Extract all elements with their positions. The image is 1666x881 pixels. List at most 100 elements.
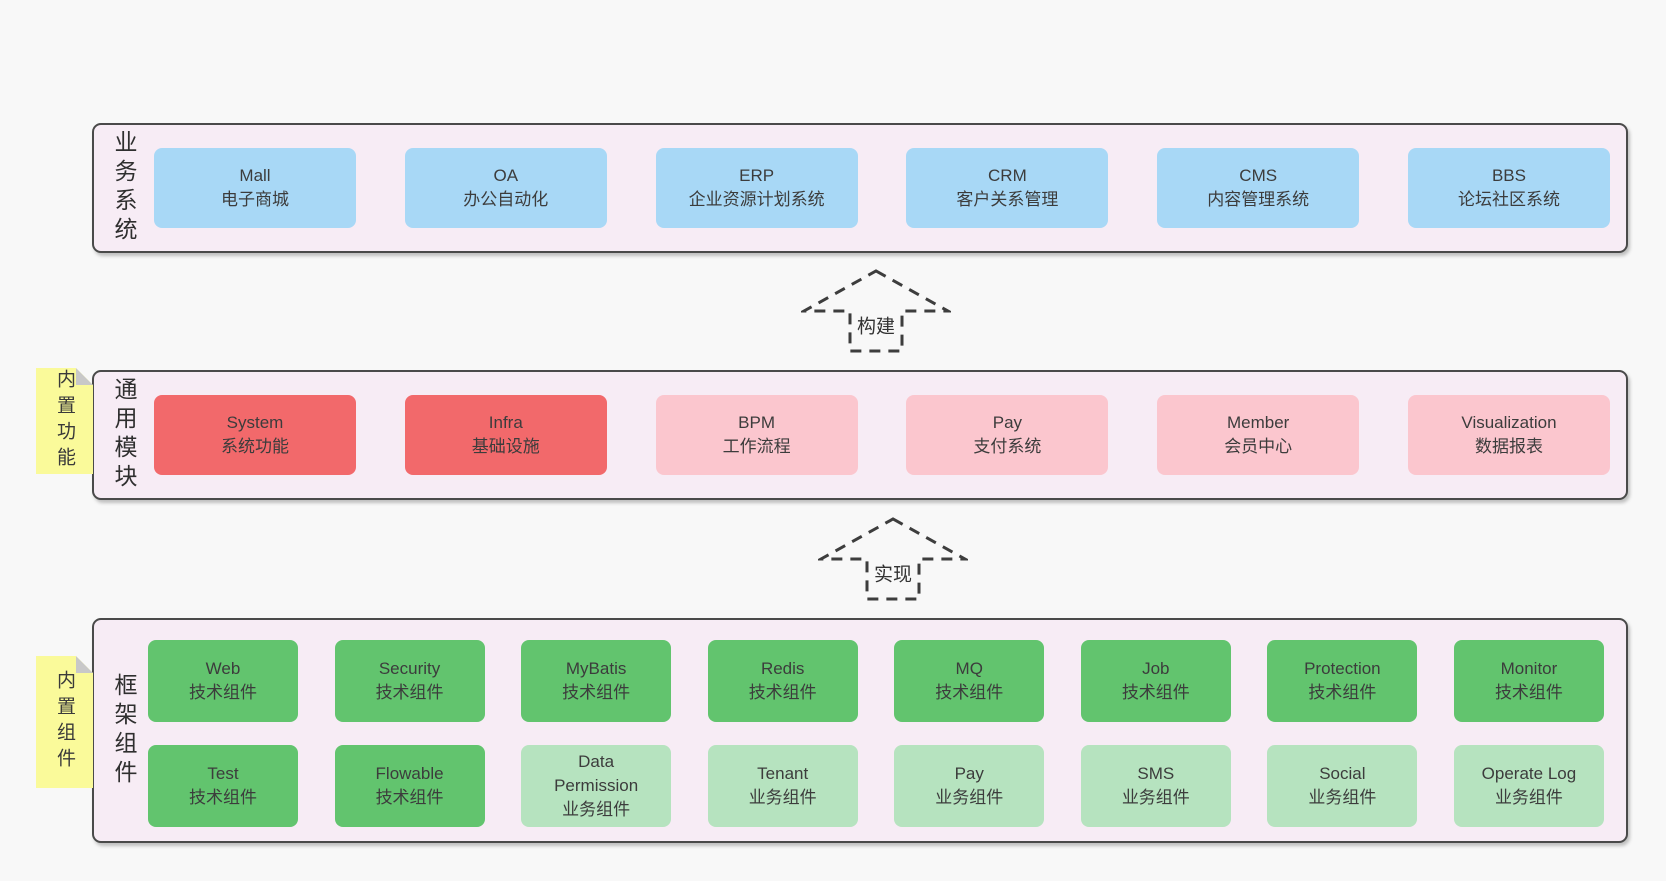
- box-cms: CMS 内容管理系统: [1157, 148, 1360, 228]
- box-erp-desc: 企业资源计划系统: [688, 190, 825, 209]
- box-bbs-desc: 论坛社区系统: [1457, 190, 1560, 209]
- arrow-implement-label: 实现: [871, 558, 915, 588]
- framework-components-row-1: Web 技术组件 Security 技术组件 MyBatis 技术组件 Redi…: [148, 640, 1604, 722]
- box-oa-desc: 办公自动化: [463, 190, 549, 209]
- up-arrow-dashed-icon: [801, 269, 951, 353]
- arrow-build: 构建: [801, 268, 951, 354]
- box-security: Security 技术组件: [334, 640, 485, 722]
- sticky-note-builtin-components: 内置组件: [36, 656, 93, 788]
- up-arrow-dashed-icon: [818, 517, 968, 601]
- box-job: Job 技术组件: [1080, 640, 1231, 722]
- box-member-name: Member: [1227, 413, 1290, 433]
- box-mybatis-desc: 技术组件: [562, 683, 631, 702]
- box-pay-system-name: Pay: [992, 413, 1023, 433]
- band-common-modules-label: 通用模块: [111, 377, 137, 493]
- box-web-name: Web: [205, 659, 241, 679]
- box-social-desc: 业务组件: [1308, 788, 1377, 807]
- box-mall: Mall 电子商城: [154, 148, 356, 228]
- box-sms-desc: 业务组件: [1121, 788, 1190, 807]
- arrow-build-label: 构建: [854, 310, 898, 340]
- box-system-name: System: [226, 413, 284, 433]
- box-social: Social 业务组件: [1267, 745, 1418, 827]
- band-framework-components-label: 框架组件: [111, 672, 137, 789]
- band-common-modules: 通用模块 System 系统功能 Infra 基础设施 BPM 工作流程 Pay…: [92, 370, 1628, 500]
- box-visualization-desc: 数据报表: [1474, 437, 1543, 456]
- box-pay-component: Pay 业务组件: [894, 745, 1045, 827]
- framework-components-grid: Web 技术组件 Security 技术组件 MyBatis 技术组件 Redi…: [148, 640, 1604, 827]
- box-sms-name: SMS: [1137, 764, 1175, 784]
- box-test-name: Test: [207, 764, 239, 784]
- box-bbs: BBS 论坛社区系统: [1407, 148, 1610, 228]
- box-mybatis: MyBatis 技术组件: [521, 640, 672, 722]
- box-infra-desc: 基础设施: [471, 437, 540, 456]
- box-mq: MQ 技术组件: [894, 640, 1045, 722]
- box-pay-component-desc: 业务组件: [935, 788, 1004, 807]
- box-infra-name: Infra: [488, 413, 523, 433]
- box-visualization-name: Visualization: [1461, 413, 1557, 433]
- box-pay-system-desc: 支付系统: [973, 437, 1042, 456]
- box-bbs-name: BBS: [1491, 166, 1526, 186]
- box-monitor: Monitor 技术组件: [1453, 640, 1604, 722]
- box-bpm: BPM 工作流程: [655, 395, 858, 475]
- box-redis-desc: 技术组件: [748, 683, 817, 702]
- box-test-desc: 技术组件: [189, 788, 257, 807]
- box-visualization: Visualization 数据报表: [1407, 395, 1610, 475]
- box-mq-name: MQ: [955, 659, 983, 679]
- box-cms-name: CMS: [1239, 166, 1278, 186]
- framework-components-row-2: Test 技术组件 Flowable 技术组件 Data Permission …: [148, 745, 1604, 827]
- box-mybatis-name: MyBatis: [565, 659, 627, 679]
- box-protection: Protection 技术组件: [1267, 640, 1418, 722]
- box-protection-desc: 技术组件: [1308, 683, 1377, 702]
- box-social-name: Social: [1319, 764, 1366, 784]
- box-data-permission-desc: 业务组件: [562, 799, 631, 819]
- box-flowable-name: Flowable: [375, 764, 444, 784]
- box-member-desc: 会员中心: [1224, 437, 1293, 456]
- arrow-implement: 实现: [818, 516, 968, 602]
- box-crm-desc: 客户关系管理: [956, 190, 1059, 209]
- box-pay-system: Pay 支付系统: [906, 395, 1109, 475]
- box-bpm-desc: 工作流程: [722, 437, 791, 456]
- band-business-systems-label: 业务系统: [111, 130, 137, 246]
- sticky-builtin-features-label: 内置功能: [54, 369, 75, 473]
- box-erp-name: ERP: [739, 166, 775, 186]
- box-security-desc: 技术组件: [375, 683, 444, 702]
- box-mall-name: Mall: [239, 166, 271, 186]
- box-pay-component-name: Pay: [954, 764, 984, 784]
- box-security-name: Security: [378, 659, 441, 679]
- box-tenant: Tenant 业务组件: [707, 745, 858, 827]
- box-redis: Redis 技术组件: [707, 640, 858, 722]
- box-monitor-name: Monitor: [1500, 659, 1558, 679]
- box-operate-log-desc: 业务组件: [1494, 788, 1563, 807]
- box-system-desc: 系统功能: [221, 437, 289, 456]
- box-web-desc: 技术组件: [189, 683, 257, 702]
- box-crm: CRM 客户关系管理: [906, 148, 1109, 228]
- box-job-name: Job: [1142, 659, 1170, 679]
- box-sms: SMS 业务组件: [1080, 745, 1231, 827]
- common-modules-boxes: System 系统功能 Infra 基础设施 BPM 工作流程 Pay 支付系统…: [154, 372, 1610, 498]
- box-protection-name: Protection: [1304, 659, 1381, 679]
- band-framework-components: 框架组件 Web 技术组件 Security 技术组件 MyBatis 技术组件…: [92, 618, 1628, 843]
- sticky-builtin-components-label: 内置组件: [54, 670, 75, 774]
- box-data-permission: Data Permission 业务组件: [521, 745, 672, 827]
- band-business-systems: 业务系统 Mall 电子商城 OA 办公自动化 ERP 企业资源计划系统 CRM…: [92, 123, 1628, 253]
- box-mall-desc: 电子商城: [221, 190, 289, 209]
- box-monitor-desc: 技术组件: [1494, 683, 1563, 702]
- business-systems-boxes: Mall 电子商城 OA 办公自动化 ERP 企业资源计划系统 CRM 客户关系…: [154, 125, 1610, 251]
- box-system: System 系统功能: [154, 395, 356, 475]
- box-job-desc: 技术组件: [1121, 683, 1190, 702]
- box-tenant-desc: 业务组件: [748, 788, 817, 807]
- box-operate-log-name: Operate Log: [1481, 764, 1577, 784]
- box-flowable: Flowable 技术组件: [334, 745, 485, 827]
- box-operate-log: Operate Log 业务组件: [1453, 745, 1604, 827]
- box-member: Member 会员中心: [1157, 395, 1360, 475]
- box-data-permission-name: Data Permission: [554, 752, 639, 796]
- box-bpm-name: BPM: [738, 413, 776, 433]
- box-cms-desc: 内容管理系统: [1207, 190, 1310, 209]
- box-infra: Infra 基础设施: [404, 395, 607, 475]
- box-web: Web 技术组件: [148, 640, 298, 722]
- box-flowable-desc: 技术组件: [375, 788, 444, 807]
- box-erp: ERP 企业资源计划系统: [655, 148, 858, 228]
- box-mq-desc: 技术组件: [935, 683, 1004, 702]
- box-crm-name: CRM: [988, 166, 1027, 186]
